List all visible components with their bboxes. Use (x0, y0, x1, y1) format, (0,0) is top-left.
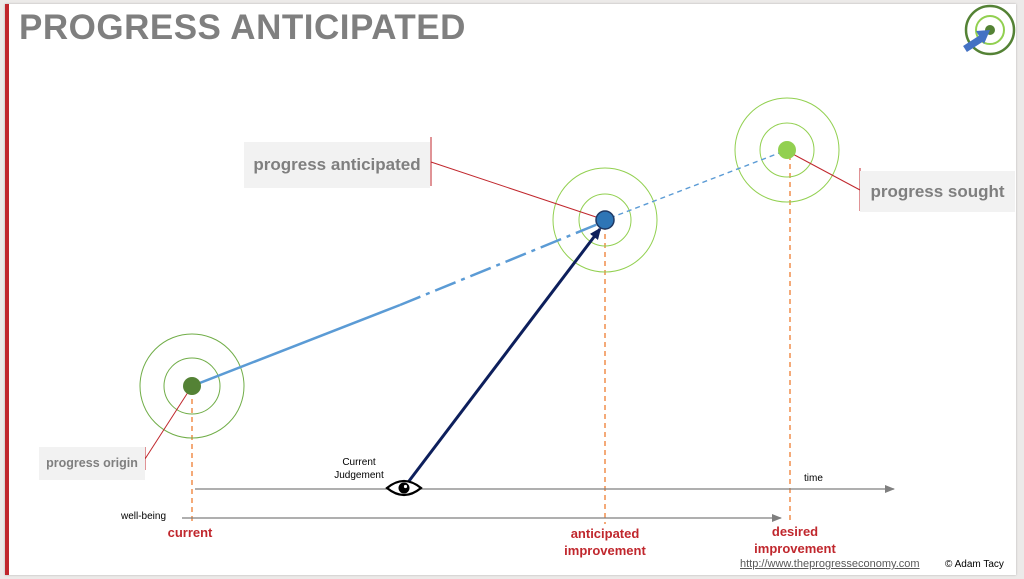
eye-icon (385, 479, 423, 497)
label-judgement-line2: Judgement (334, 470, 384, 481)
page-title: PROGRESS ANTICIPATED (19, 8, 466, 47)
anticipated-target (552, 167, 658, 273)
slide-canvas (5, 4, 1016, 575)
origin-dot (183, 377, 201, 395)
label-judgement-line1: Current (342, 457, 376, 468)
trajectory-dashdot (399, 220, 604, 307)
sought-target (734, 97, 840, 203)
callout-progress-sought: progress sought (860, 171, 1015, 212)
sought-dot (778, 141, 796, 159)
accent-bar (5, 4, 9, 575)
label-anticipated-line1: anticipated (570, 526, 640, 541)
label-anticipated-improvement: anticipated improvement (545, 525, 665, 559)
label-time: time (804, 473, 823, 484)
guide-lines (191, 155, 791, 525)
anticipated-dot (595, 210, 615, 230)
footer-copyright: © Adam Tacy (945, 559, 1004, 570)
origin-target (139, 333, 245, 439)
footer-website-link[interactable]: http://www.theprogresseconomy.com (740, 558, 920, 570)
label-current: current (167, 525, 213, 540)
trajectory-solid (191, 303, 401, 388)
label-current-judgement: Current Judgement (326, 456, 392, 482)
label-desired-line1: desired (771, 524, 819, 539)
label-anticipated-line2: improvement (564, 543, 646, 558)
callout-progress-anticipated: progress anticipated (244, 142, 430, 188)
callout-progress-origin: progress origin (39, 447, 145, 480)
target-with-arrow-icon (963, 4, 1016, 56)
label-well-being: well-being (121, 511, 167, 522)
judgement-arrow (404, 227, 602, 486)
trajectory-dashed (609, 149, 788, 219)
label-desired-improvement: desired improvement (733, 523, 857, 557)
label-desired-line2: improvement (754, 541, 836, 556)
